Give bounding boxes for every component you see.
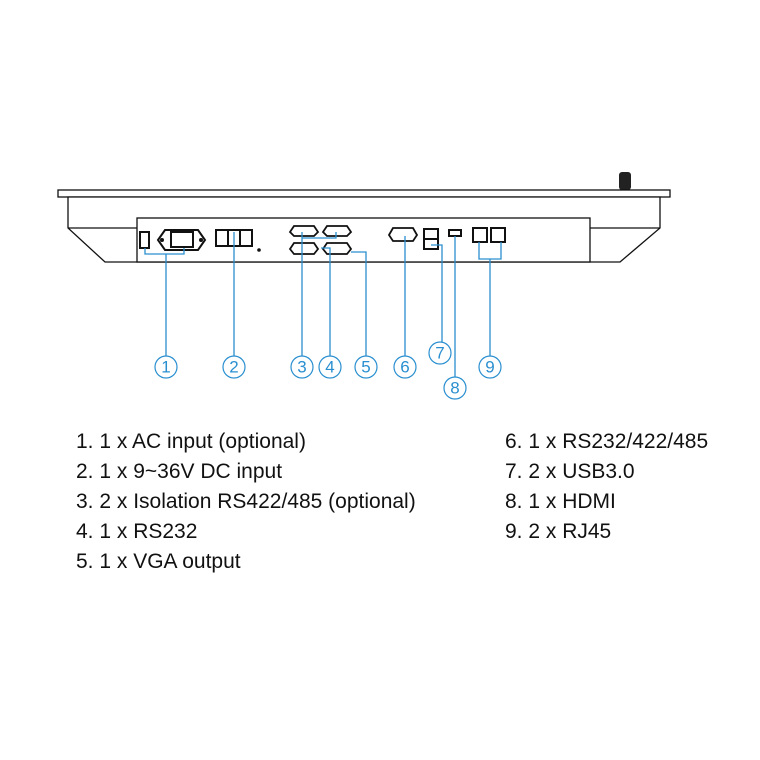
usb-ports-icon: [423, 228, 439, 250]
svg-text:2: 2: [229, 358, 238, 377]
svg-text:7: 7: [435, 344, 444, 363]
ac-inlet-icon: [156, 229, 207, 251]
power-switch-icon: [139, 231, 150, 249]
port-list-right: 6. 1 x RS232/422/485 7. 2 x USB3.0 8. 1 …: [505, 427, 708, 547]
svg-text:5: 5: [361, 358, 370, 377]
svg-text:9: 9: [485, 358, 494, 377]
port-item: 3. 2 x Isolation RS422/485 (optional): [76, 490, 416, 513]
rj45-ports-icon: [472, 227, 506, 243]
callout-9: 9: [478, 355, 502, 379]
callout-1: 1: [154, 355, 178, 379]
port-item: 4. 1 x RS232: [76, 520, 198, 543]
port-item: 5. 1 x VGA output: [76, 550, 241, 573]
svg-text:3: 3: [297, 358, 306, 377]
port-item: 7. 2 x USB3.0: [505, 460, 635, 483]
svg-text:6: 6: [400, 358, 409, 377]
db9-ports-icon: [288, 225, 419, 255]
callout-6: 6: [393, 355, 417, 379]
callout-3: 3: [290, 355, 314, 379]
hdmi-port-icon: [448, 229, 462, 237]
port-list-left: 1. 1 x AC input (optional) 2. 1 x 9~36V …: [76, 427, 416, 577]
port-item: 6. 1 x RS232/422/485: [505, 430, 709, 453]
leader-lines: [144, 232, 502, 377]
callout-8: 8: [443, 376, 467, 400]
port-item: 1. 1 x AC input (optional): [76, 430, 306, 453]
callout-4: 4: [318, 355, 342, 379]
svg-text:1: 1: [161, 358, 170, 377]
io-panel: [136, 217, 591, 263]
knob-icon: [619, 172, 631, 190]
svg-text:4: 4: [325, 358, 334, 377]
svg-text:8: 8: [450, 379, 459, 398]
port-item: 9. 2 x RJ45: [505, 520, 612, 543]
front-bezel: [57, 189, 671, 198]
callout-5: 5: [354, 355, 378, 379]
callout-2: 2: [222, 355, 246, 379]
port-item: 2. 1 x 9~36V DC input: [76, 460, 283, 483]
port-item: 8. 1 x HDMI: [505, 490, 616, 513]
callout-7: 7: [428, 341, 452, 365]
